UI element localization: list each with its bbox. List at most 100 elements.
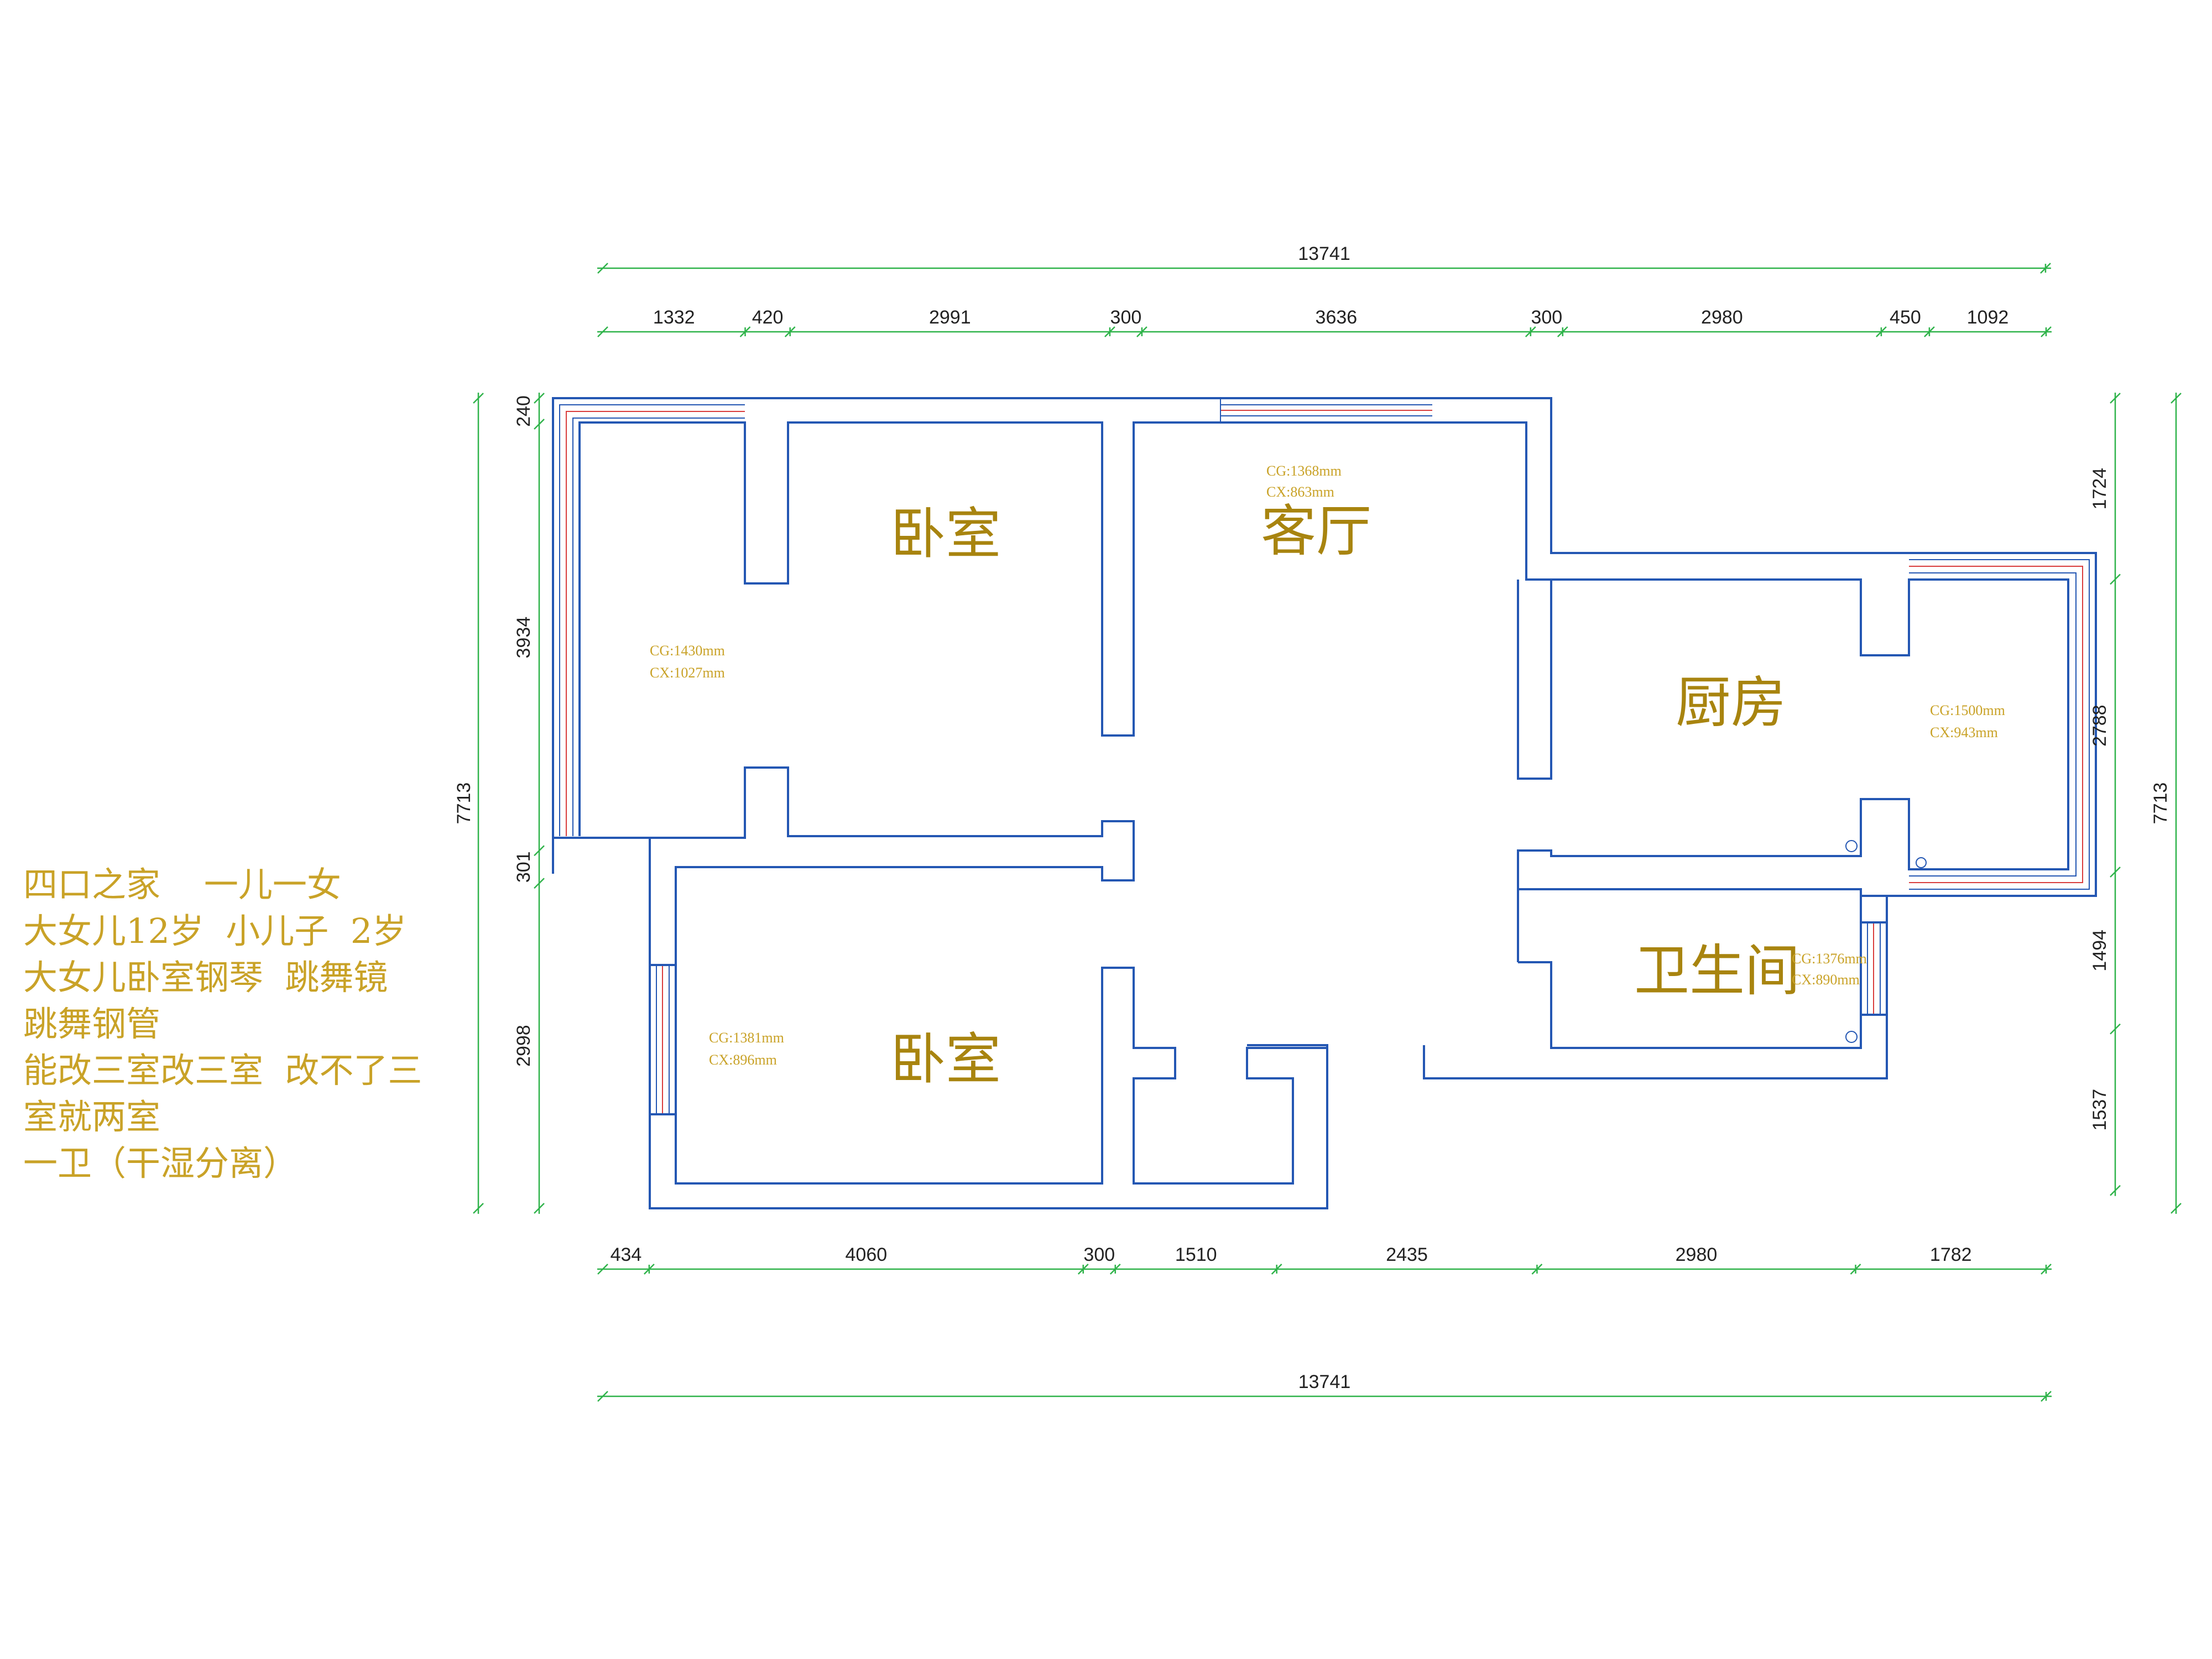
kitchen-drain-icon [1845, 840, 1858, 852]
dimension-label: 300 [1110, 307, 1142, 328]
dimension-tick [473, 1203, 484, 1214]
dimension-tick [1531, 1264, 1543, 1275]
dimension-tick [1271, 1264, 1282, 1275]
dimension-label: 2998 [513, 1025, 534, 1067]
dimension-label: 7713 [2150, 782, 2171, 825]
dimension-label: 2435 [1386, 1244, 1428, 1265]
dimension-label: 3934 [513, 617, 534, 659]
dimension-label: 1724 [2089, 468, 2110, 510]
dimension-tick [2110, 1023, 2121, 1035]
bathroom-window [1861, 921, 1887, 1016]
walls [552, 397, 2097, 1209]
dimension-bottom-total: 13741 [597, 1371, 2052, 1402]
bedroom1-window-cx: CX:1027mm [650, 665, 725, 681]
dimension-tick [1077, 1264, 1089, 1275]
note-line: 室就两室 [23, 1097, 161, 1137]
room-label-kitchen: 厨房 [1676, 670, 1786, 735]
dimension-left-total: 7713 [453, 393, 484, 1214]
room-label-bedroom-2: 卧室 [890, 1027, 1001, 1092]
note-line: 一卫（干湿分离） [23, 1143, 298, 1183]
kitchen-outlet-icon [1916, 857, 1927, 868]
dimension-tick [534, 1203, 545, 1214]
room-label-living-room: 客厅 [1261, 499, 1371, 564]
dimension-tick [534, 419, 545, 430]
note-line: 四口之家 一儿一女 [23, 864, 341, 905]
dimension-tick [1109, 1264, 1121, 1275]
bathroom-drain-icon [1845, 1031, 1858, 1043]
dimension-label: 1510 [1175, 1244, 1217, 1265]
dimension-label: 420 [752, 307, 784, 328]
dimension-right-segments: 1724 2788 1494 1537 [2089, 393, 2121, 1196]
dimension-tick [534, 845, 545, 857]
dimension-tick [1850, 1264, 1861, 1275]
outer-wall-upper [552, 397, 2097, 1079]
note-line: 跳舞钢管 [23, 1004, 161, 1044]
bedroom1-bottom-wall [553, 766, 1327, 1185]
dimension-label: 300 [1531, 307, 1562, 328]
dimension-tick [597, 1391, 608, 1402]
bathroom-wall [1518, 895, 1887, 1049]
dimension-top-total: 13741 [597, 243, 2051, 274]
dimension-tick [1104, 326, 1115, 337]
dimension-tick [1876, 326, 1887, 337]
dimension-label: 7713 [453, 782, 474, 825]
dimension-label: 301 [513, 851, 534, 883]
dimension-left-segments: 240 3934 301 2998 [513, 393, 545, 1214]
dimension-tick [2110, 393, 2121, 404]
dimension-label: 1782 [1930, 1244, 1972, 1265]
dimension-tick [2041, 1391, 2052, 1402]
dimension-label: 13741 [1298, 243, 1350, 264]
dimension-label: 4060 [846, 1244, 888, 1265]
dimension-label: 1537 [2089, 1089, 2110, 1131]
bedroom2-window-cg: CG:1381mm [709, 1030, 784, 1046]
dimension-label: 2980 [1676, 1244, 1718, 1265]
dimension-tick [597, 263, 608, 274]
windows [559, 397, 2090, 1115]
dimension-label: 2980 [1701, 307, 1743, 328]
dimension-tick [534, 393, 545, 404]
bedroom1-window-cg: CG:1430mm [650, 643, 725, 659]
dimension-tick [1525, 326, 1536, 337]
kitchen-window-cx: CX:943mm [1930, 724, 1998, 740]
bedroom2-window [650, 964, 676, 1115]
living-right-wall [1432, 421, 2069, 896]
dimension-label: 450 [1890, 307, 1921, 328]
bathroom-window-cg: CG:1376mm [1792, 951, 1867, 967]
dimension-tick [473, 393, 484, 404]
dimension-label: 2991 [929, 307, 971, 328]
living-window [1221, 397, 1432, 424]
dimension-tick [534, 878, 545, 889]
bedroom2-window-cx: CX:896mm [709, 1052, 777, 1068]
living-window-cx: CX:863mm [1266, 484, 1334, 500]
dimension-tick [597, 326, 608, 337]
dimension-tick [2110, 1185, 2121, 1196]
dimension-tick [2040, 263, 2051, 274]
dimension-label: 240 [513, 395, 534, 427]
bedroom1-window [559, 404, 745, 836]
dimension-label: 1092 [1967, 307, 2009, 328]
note-line: 大女儿12岁 小儿子 2岁 [23, 911, 407, 951]
note-line: 能改三室改三室 改不了三 [23, 1050, 422, 1091]
dimension-label: 1332 [653, 307, 695, 328]
room-label-bathroom: 卫生间 [1634, 938, 1800, 1003]
dimension-tick [2110, 867, 2121, 878]
dimension-tick [2171, 1203, 2182, 1214]
kitchen-window [1909, 559, 2090, 890]
dimension-right-total: 7713 [2150, 393, 2182, 1214]
dimension-tick [1136, 326, 1147, 337]
dimension-tick [2110, 573, 2121, 585]
dimension-tick [1924, 326, 1935, 337]
room-label-bedroom-1: 卧室 [890, 502, 1001, 566]
dimension-tick [597, 1264, 608, 1275]
kitchen-left-wall [1517, 580, 1552, 780]
dimension-label: 2788 [2089, 705, 2110, 747]
dimension-tick [644, 1264, 655, 1275]
dimension-tick [2041, 1264, 2052, 1275]
note-line: 大女儿卧室钢琴 跳舞镜 [23, 957, 388, 998]
dimension-label: 434 [611, 1244, 642, 1265]
dimension-tick [739, 326, 751, 337]
dimension-label: 1494 [2089, 930, 2110, 972]
dimension-tick [1557, 326, 1568, 337]
